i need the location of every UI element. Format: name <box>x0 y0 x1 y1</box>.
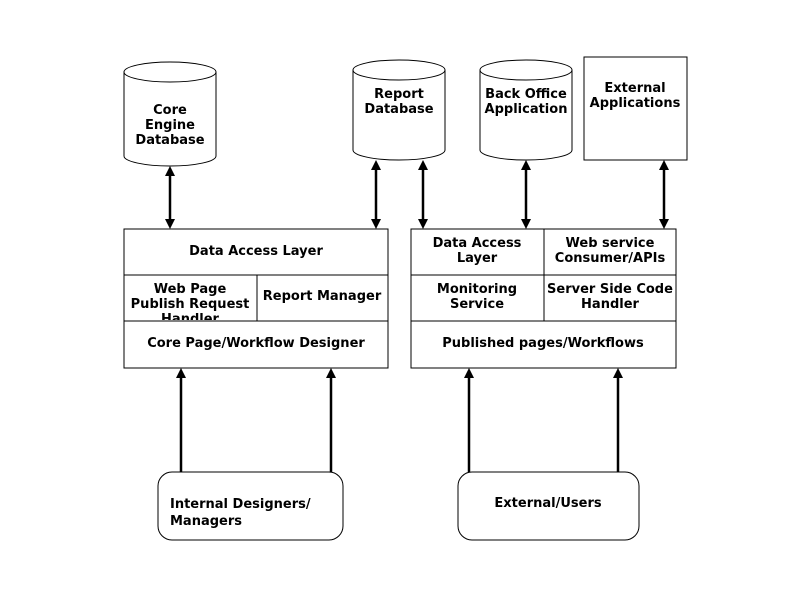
core-engine-database-label-2: Engine <box>145 118 195 133</box>
web-page-publish-label-3: Handler <box>161 312 219 327</box>
right-data-access-label-2: Layer <box>457 251 498 266</box>
connector-core-db <box>165 166 175 229</box>
back-office-application: Back Office Application <box>479 59 573 161</box>
internal-users-label-2: Managers <box>170 514 242 529</box>
report-database-label-1: Report <box>374 87 424 102</box>
internal-users-label-1: Internal Designers/ <box>170 497 311 512</box>
monitoring-service-label-2: Service <box>450 297 504 312</box>
left-data-access-layer: Data Access Layer <box>189 244 323 259</box>
right-data-access-label-1: Data Access <box>433 236 522 251</box>
server-side-code-label-1: Server Side Code <box>547 282 673 297</box>
connector-report-db-right <box>418 160 428 229</box>
web-page-publish-label-1: Web Page <box>154 282 227 297</box>
arrow-external-left <box>464 368 474 472</box>
external-users-label: External/Users <box>494 496 601 511</box>
external-applications-label-2: Applications <box>590 96 681 111</box>
arrow-internal-left <box>176 368 186 472</box>
core-page-workflow-designer: Core Page/Workflow Designer <box>147 336 365 351</box>
internal-designers-managers: Internal Designers/ Managers <box>157 471 344 541</box>
report-database: Report Database <box>352 59 446 161</box>
arrow-external-right <box>613 368 623 472</box>
core-engine-database-label-1: Core <box>153 103 187 118</box>
arrow-internal-right <box>326 368 336 472</box>
back-office-label-1: Back Office <box>485 87 567 102</box>
monitoring-service-label-1: Monitoring <box>437 282 517 297</box>
report-manager: Report Manager <box>263 289 382 304</box>
web-service-label-2: Consumer/APIs <box>555 251 666 266</box>
left-block: Data Access Layer Web Page Publish Reque… <box>123 228 389 369</box>
report-database-label-2: Database <box>364 102 433 117</box>
server-side-code-label-2: Handler <box>581 297 639 312</box>
external-applications-label-1: External <box>604 81 665 96</box>
web-page-publish-label-2: Publish Request <box>131 297 250 312</box>
core-engine-database: Core Engine Database <box>123 61 217 167</box>
back-office-label-2: Application <box>485 102 568 117</box>
external-applications: External Applications <box>583 56 688 161</box>
web-service-label-1: Web service <box>566 236 655 251</box>
right-block: Data Access Layer Web service Consumer/A… <box>410 228 677 369</box>
external-users: External/Users <box>457 471 640 541</box>
published-pages-workflows: Published pages/Workflows <box>442 336 644 351</box>
core-engine-database-label-3: Database <box>135 133 204 148</box>
connector-external-apps <box>659 160 669 229</box>
connector-back-office <box>521 160 531 229</box>
connector-report-db-left <box>371 160 381 229</box>
